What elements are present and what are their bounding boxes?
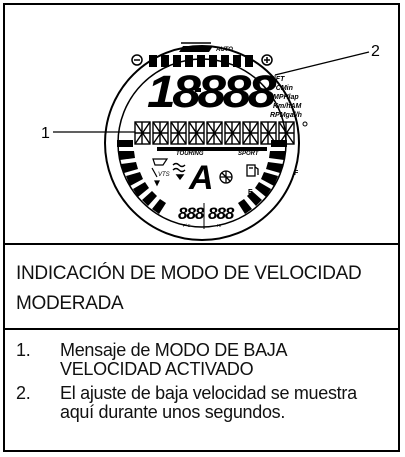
- mode-bar: [157, 147, 267, 151]
- mode-label-sport: SPORT: [238, 151, 260, 157]
- unit-labels: °FT °CMin MPHlap Km/hAM RPMgal/h: [270, 75, 302, 119]
- vts-label: VTS: [158, 172, 170, 178]
- divider-top: [5, 243, 398, 245]
- unit-label: °CMin: [273, 84, 293, 92]
- callout-leader-line: [274, 51, 370, 76]
- fuel-full-label: F: [294, 170, 299, 177]
- auto-label: AUTO: [215, 47, 233, 53]
- legend-list: 1. Mensaje de MODO DE BAJA VELOCIDAD ACT…: [16, 341, 392, 427]
- divider-bottom: [5, 328, 398, 330]
- trim-icon: [151, 158, 169, 187]
- message-segment-row: [134, 121, 295, 145]
- legend-number: 1.: [16, 340, 31, 360]
- bottom-right-digits: 888: [208, 204, 235, 223]
- center-glyph: A: [188, 159, 214, 197]
- callout-2: 2: [274, 43, 380, 76]
- callout-number: 1: [41, 125, 50, 142]
- indicator-dot: [302, 121, 308, 127]
- legend-item: 2. El ajuste de baja velocidad se muestr…: [16, 384, 392, 422]
- legend-number: 2.: [16, 383, 31, 403]
- gauge-illustration: AUTO 18888 °FT °CMin MPHlap Km/hAM RPMga…: [41, 42, 380, 241]
- top-bar-segments: [131, 54, 273, 67]
- legend-text: Mensaje de MODO DE BAJA VELOCIDAD ACTIVA…: [60, 340, 287, 379]
- mode-label-touring: TOURING: [176, 151, 204, 157]
- figure-frame: AUTO 18888 °FT °CMin MPHlap Km/hAM RPMga…: [3, 3, 400, 452]
- unit-label: °FT: [273, 75, 285, 83]
- callout-number: 2: [371, 43, 380, 60]
- legend-item: 1. Mensaje de MODO DE BAJA VELOCIDAD ACT…: [16, 341, 392, 379]
- unit-label: Km/hAM: [273, 103, 302, 110]
- section-title: INDICACIÓN DE MODO DE VELOCIDAD MODERADA: [16, 263, 362, 314]
- unit-label: RPMgal/h: [270, 112, 302, 119]
- fuel-empty-label: E: [248, 189, 253, 196]
- bottom-left-unit: °F°C: [181, 223, 191, 228]
- unit-label: MPHlap: [273, 94, 299, 101]
- colon-dot: [195, 88, 201, 92]
- callout-1: 1: [41, 125, 135, 142]
- water-waves-icon: [172, 162, 186, 181]
- right-arc-segments: [238, 140, 287, 214]
- fuel-pump-icon: [246, 164, 259, 177]
- legend-text: El ajuste de baja velocidad se muestra a…: [60, 383, 357, 422]
- left-arc-segments: [117, 140, 166, 214]
- logo: [179, 42, 213, 52]
- bottom-left-digits: 888: [178, 204, 205, 223]
- propeller-icon: [219, 170, 233, 184]
- main-digits: 18888: [147, 66, 276, 117]
- bottom-right-unit: Hr: [217, 223, 222, 228]
